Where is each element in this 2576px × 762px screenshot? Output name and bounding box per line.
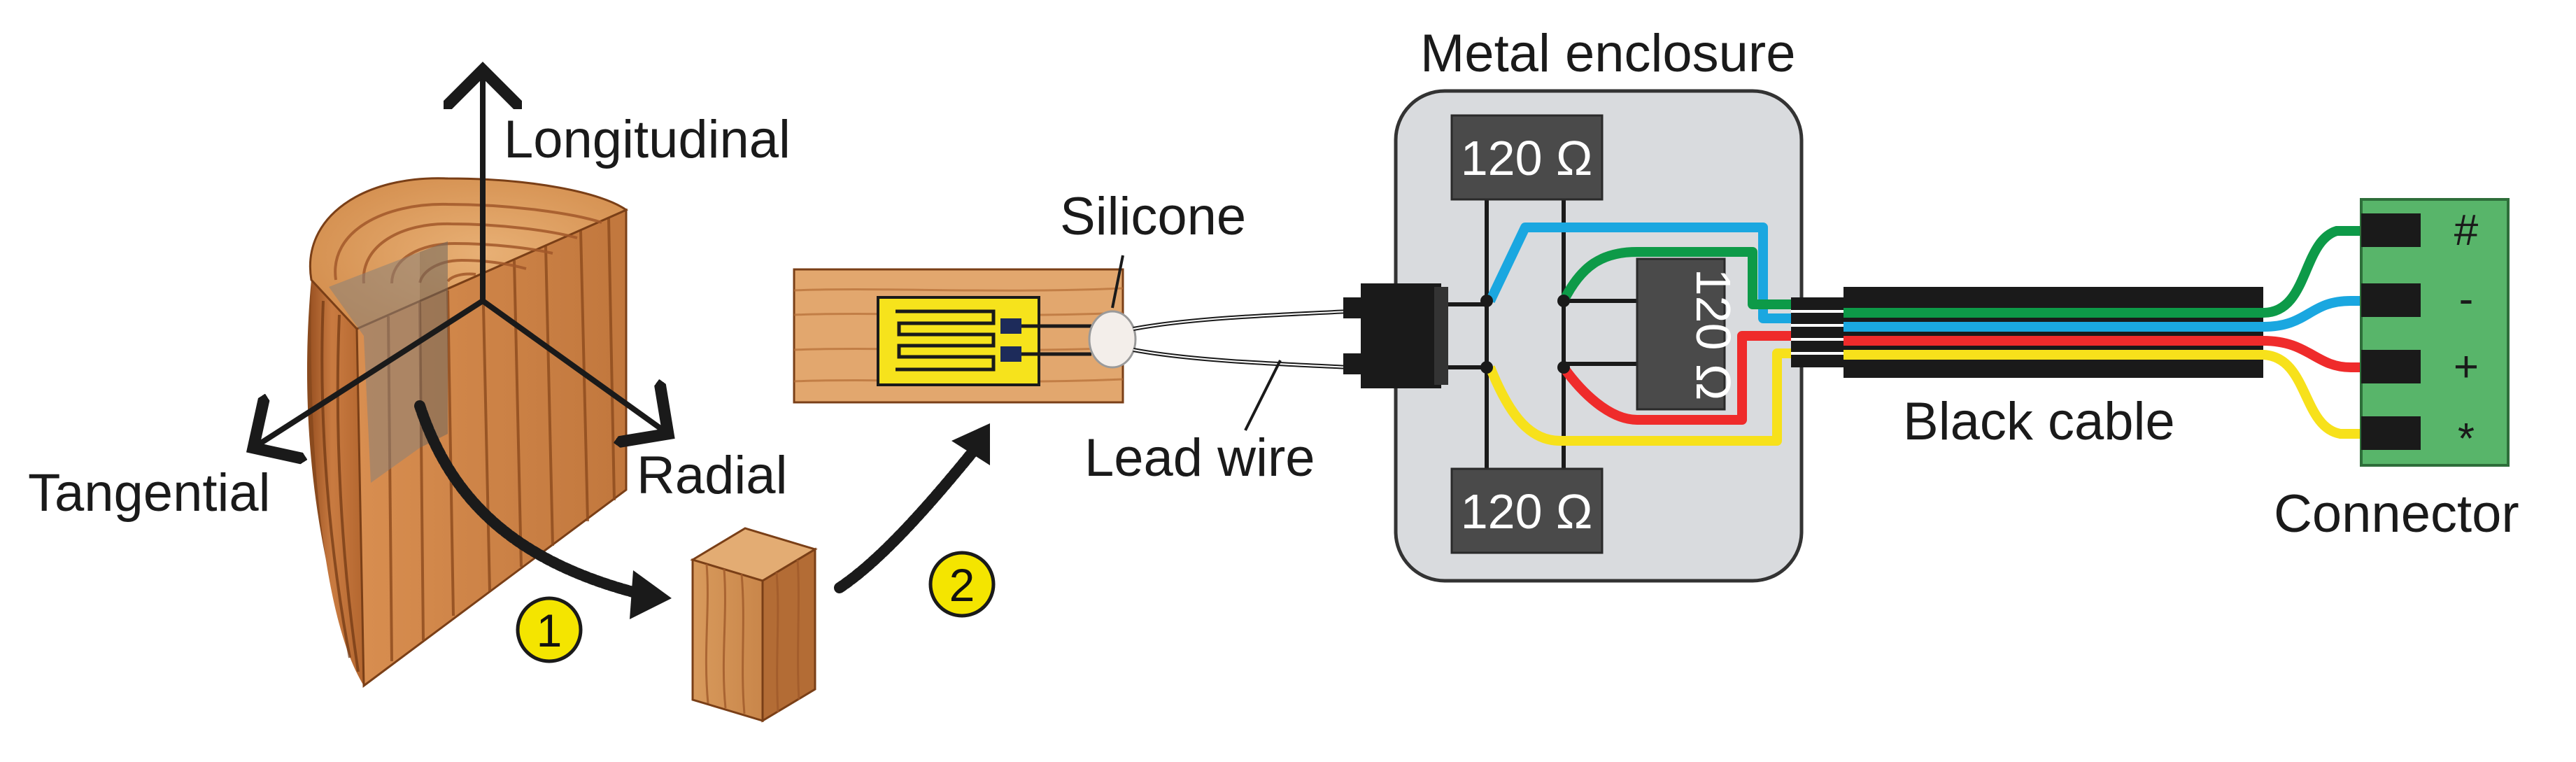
gauge-leads [1021,324,1091,356]
blue-wire-internal [1485,223,1805,323]
block-side [761,547,816,723]
connector-pin-1: # [2454,206,2479,255]
silicone-label: Silicone [1060,187,1246,246]
block-front [691,558,764,723]
black-cable-label: Black cable [1903,392,2175,451]
step-1-arrow [414,400,672,619]
radial-label: Radial [637,446,787,505]
tangential-label: Tangential [28,463,271,523]
wood-block [690,527,818,723]
step-1-badge: 1 [516,596,583,663]
wood-log [306,177,629,688]
yellow-wire-fanout [2258,350,2366,439]
connector-label: Connector [2274,484,2519,544]
resistor-bottom-label: 120 Ω [1461,484,1593,539]
step-2-number: 2 [949,559,975,611]
internal-wires [1485,223,1805,446]
resistor-top [1450,114,1604,201]
step-2-arrow [834,423,990,593]
radial-axis [480,298,668,434]
step-2-badge: 2 [928,551,996,618]
red-wire-internal [1559,331,1805,425]
silicone-blob [1088,310,1137,369]
connector-pin-3: + [2454,343,2479,391]
yellow-wire-internal [1485,348,1805,446]
bridge-circuit [1441,182,1637,504]
lead-wire-inner [1133,311,1351,368]
connector-pin-2: - [2459,275,2474,323]
fanout-wires [2258,226,2366,439]
step-1-number: 1 [537,605,562,656]
green-wire-internal [1559,247,1805,309]
resistor-bottom [1450,467,1604,554]
longitudinal-label: Longitudinal [504,110,791,169]
lead-wire-label: Lead wire [1084,428,1315,488]
lead-wire [1133,309,1351,369]
wood-axes [253,70,668,448]
red-wire-fanout [2258,336,2366,372]
enclosure-input-connector [1343,283,1448,388]
silicone-pointer [1111,255,1124,309]
bridge-nodes [1480,295,1570,374]
resistor-right [1636,257,1726,411]
black-cable [1843,287,2263,378]
connector [2360,198,2510,467]
cable-gland [1791,297,1843,367]
resistor-right-label: 120 Ω [1686,269,1741,401]
resistor-top-label: 120 Ω [1461,131,1593,185]
lead-wire-pointer [1244,360,1282,431]
tangential-axis [253,298,486,448]
strain-gauge [877,296,1040,386]
green-wire-fanout [2258,226,2366,318]
connector-pin-4: * [2458,415,2475,463]
metal-enclosure-label: Metal enclosure [1420,24,1796,83]
blue-wire-fanout [2258,296,2366,332]
